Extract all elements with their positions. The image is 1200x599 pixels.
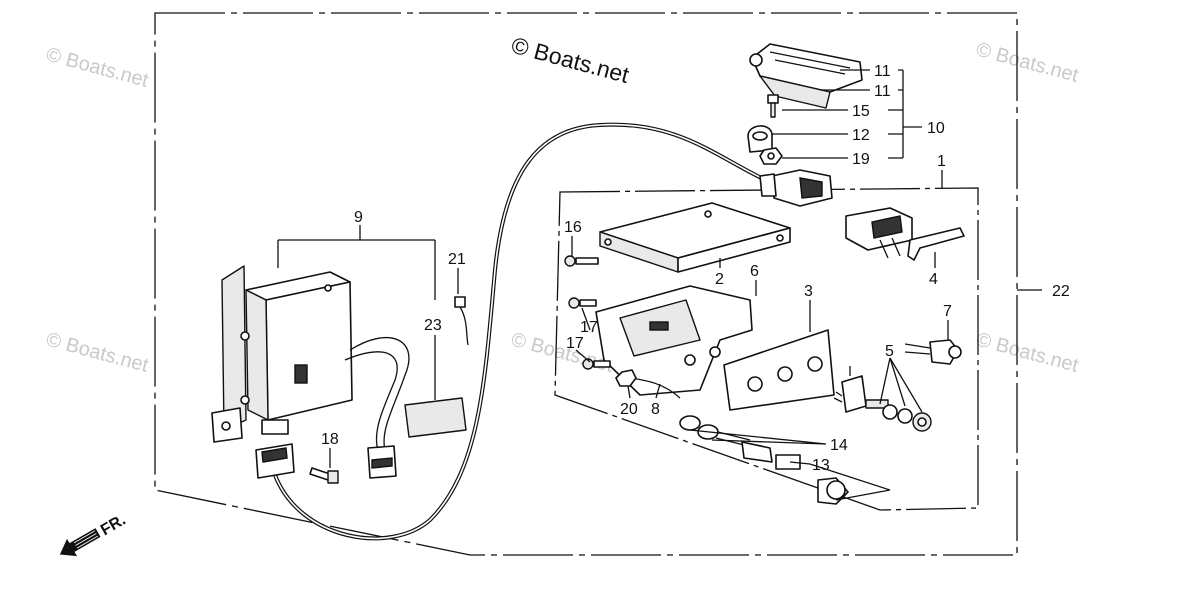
callout-12: 12 [852, 127, 870, 144]
callout-2: 2 [715, 271, 724, 288]
connector-part-1 [845, 207, 913, 259]
connector-part-11 [749, 43, 863, 109]
watermark-top-right: © Boats.net [974, 39, 1081, 87]
screw-part-15 [767, 94, 779, 118]
callout-8: 8 [651, 401, 660, 418]
watermark-mid-right: © Boats.net [974, 329, 1081, 377]
callout-9: 9 [354, 209, 363, 226]
washers-part-5 [882, 404, 932, 432]
screw-part-18 [309, 467, 339, 484]
callout-labels: 11 11 15 12 19 10 1 22 9 23 21 18 16 2 6… [321, 63, 1070, 474]
callout-5: 5 [885, 343, 894, 360]
front-indicator-label: FR. [98, 512, 129, 540]
callout-10: 10 [927, 120, 945, 137]
watermark-top-left: © Boats.net [44, 44, 151, 92]
leader-lines [277, 69, 1042, 501]
callout-14: 14 [830, 437, 848, 454]
connector-9a [367, 445, 397, 479]
callout-11b: 11 [874, 83, 891, 100]
callout-17a: 17 [580, 319, 598, 336]
screw-part-17-lower [582, 358, 611, 370]
callout-6: 6 [750, 263, 759, 280]
callout-4: 4 [929, 271, 938, 288]
watermark-mid-left: © Boats.net [44, 329, 151, 377]
toggle-switch-part-5 [833, 366, 889, 413]
connector-9b [255, 419, 295, 479]
front-direction-indicator: FR. [59, 512, 129, 557]
nut-part-20 [615, 369, 637, 387]
callout-16: 16 [564, 219, 582, 236]
screw-part-17-upper [568, 297, 597, 309]
cable-connector-end [759, 169, 833, 207]
frame-part-6 [595, 285, 753, 396]
main-cable-inner [274, 123, 771, 540]
harness-part-9 [349, 336, 410, 451]
bulb-socket-part-14 [679, 415, 773, 463]
lamp-part-7 [904, 339, 962, 365]
callout-13: 13 [812, 457, 830, 474]
callout-22: 22 [1052, 283, 1070, 300]
nut-part-19 [759, 147, 783, 165]
bulb-part-13 [775, 454, 849, 505]
watermark-main: © Boats.net [509, 32, 633, 88]
callout-23: 23 [424, 317, 442, 334]
screw-part-16 [564, 255, 599, 267]
harness-part-9-b [344, 351, 398, 451]
callout-1: 1 [937, 153, 946, 170]
callout-21: 21 [448, 251, 466, 268]
assembly-boundary [154, 12, 1018, 556]
bracket-part-4 [907, 227, 965, 261]
callout-7: 7 [943, 303, 952, 320]
clamp-part-12 [747, 125, 773, 153]
front-arrow-icon [59, 528, 101, 557]
callout-19: 19 [852, 151, 870, 168]
clip-part-21 [454, 296, 469, 346]
control-box-part-9 [211, 265, 353, 443]
callout-15: 15 [852, 103, 870, 120]
bracket-part-2 [599, 202, 791, 273]
callout-3: 3 [804, 283, 813, 300]
callout-20: 20 [620, 401, 638, 418]
callout-18: 18 [321, 431, 339, 448]
label-sticker-part-23 [404, 397, 467, 438]
watermark-group: © Boats.net © Boats.net © Boats.net © Bo… [44, 39, 1081, 377]
callout-17b: 17 [566, 335, 584, 352]
subassembly-boundary [554, 187, 979, 511]
callout-11a: 11 [874, 63, 891, 80]
panel-part-3 [723, 329, 835, 411]
